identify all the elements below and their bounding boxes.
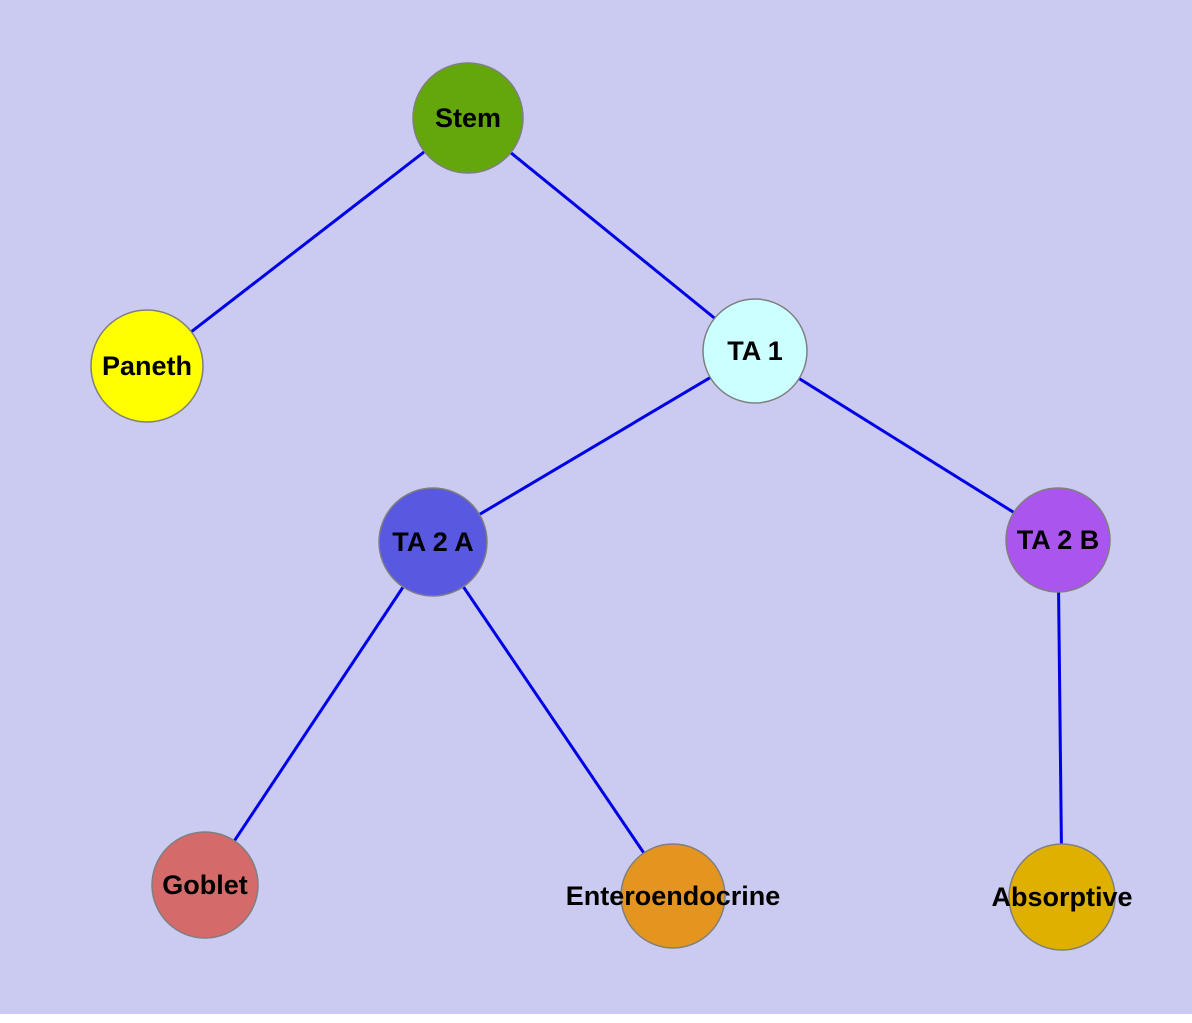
- edge-ta2a-goblet: [203, 541, 435, 886]
- node-stem[interactable]: [412, 62, 524, 174]
- edge-stem-ta1: [467, 116, 756, 353]
- edge-ta2b-absorptive: [1056, 539, 1064, 898]
- edge-ta1-ta2a: [432, 349, 756, 544]
- nodes-layer: [90, 62, 1116, 951]
- node-ta1[interactable]: [702, 298, 808, 404]
- edge-ta2a-enteroendocrine: [431, 541, 675, 897]
- node-paneth[interactable]: [90, 309, 204, 423]
- edge-stem-paneth: [146, 116, 469, 368]
- node-enteroendocrine[interactable]: [620, 843, 726, 949]
- edge-ta1-ta2b: [754, 349, 1059, 542]
- edges-layer: [146, 116, 1064, 898]
- node-goblet[interactable]: [151, 831, 259, 939]
- node-ta2a[interactable]: [378, 487, 488, 597]
- node-absorptive[interactable]: [1008, 843, 1116, 951]
- node-ta2b[interactable]: [1005, 487, 1111, 593]
